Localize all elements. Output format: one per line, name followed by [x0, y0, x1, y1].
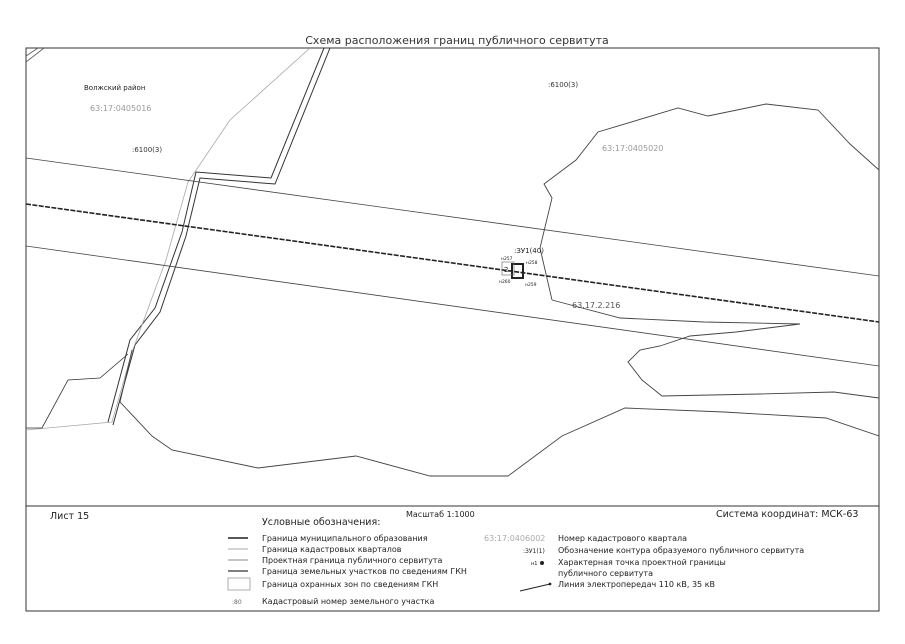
sheet-frame [25, 47, 880, 612]
legend-item-municipal: Граница муниципального образования [262, 534, 428, 543]
legend-item-protection-zone: Граница охранных зон по сведениям ГКН [262, 580, 438, 589]
zone-label-top: :6100(3) [548, 81, 578, 89]
legend-item-contour: Обозначение контура образуемого публично… [558, 546, 804, 555]
legend-sample-point-label: н1 [531, 561, 537, 567]
boundary-point-2: н258 [526, 260, 538, 266]
servitude-outline [501, 261, 515, 276]
land-plot-right-spur [551, 299, 879, 399]
map-title: Схема расположения границ публичного сер… [305, 34, 609, 47]
district-label: Волжский район [84, 84, 145, 92]
legend-item-servitude: Проектная граница публичного сервитута [262, 556, 442, 565]
legend-item-cadastral-number: Кадастровый номер земельного участка [262, 597, 435, 606]
municipal-boundary [107, 48, 325, 423]
legend-sample-protection-zone [227, 577, 251, 591]
legend-sample-point-icon [540, 561, 544, 565]
legend-sample-power-line [519, 583, 551, 592]
boundary-point-4: н260 [499, 279, 511, 285]
servitude-contour[interactable] [511, 263, 524, 279]
legend-item-land-plot: Граница земельных участков по сведениям … [262, 567, 467, 576]
legend-item-cadastral: Граница кадастровых кварталов [262, 545, 402, 554]
boundary-point-3: н259 [525, 282, 537, 288]
protection-zone-lower [26, 245, 879, 367]
legend-item-quarter-number: Номер кадастрового квартала [558, 534, 687, 543]
zone-label-left: :6100(3) [132, 146, 162, 154]
land-plot-lower [119, 349, 879, 477]
land-plot-left [26, 353, 129, 429]
land-plot-right-upper [539, 103, 879, 301]
legend-item-point: Характерная точка проектной границы [558, 558, 726, 567]
servitude-contour-number: 2 [504, 266, 508, 274]
legend-sample-power-line-end [548, 582, 552, 586]
cadastral-quarter-boundary [26, 48, 311, 431]
coordinate-system: Система координат: МСК-63 [716, 509, 858, 520]
legend-sample-contour: :ЗУ1(1) [523, 548, 545, 555]
zone-label-mid: 63.17.2.216 [572, 301, 620, 310]
cadastral-quarter-label-left: 63:17:0405016 [90, 104, 151, 113]
scale-label: Масштаб 1:1000 [406, 510, 475, 519]
legend-sample-cadastral-number: :80 [232, 599, 242, 606]
legend-heading: Условные обозначения: [262, 517, 380, 528]
boundary-point-1: н257 [501, 256, 513, 262]
legend-item-point-cont: публичного сервитута [558, 569, 653, 578]
sheet-number: Лист 15 [50, 511, 89, 522]
protection-zone-upper [26, 157, 879, 277]
cadastral-quarter-label-right: 63:17:0405020 [602, 144, 663, 153]
legend-sample-quarter-number: 63:17:0406002 [484, 534, 545, 543]
power-line [26, 203, 879, 323]
corner-boundary [26, 48, 39, 57]
servitude-contour-label: :ЗУ1(40) [514, 247, 544, 255]
corner-boundary-2 [26, 48, 45, 63]
legend-item-power-line: Линия электропередач 110 кВ, 35 кВ [558, 580, 715, 589]
